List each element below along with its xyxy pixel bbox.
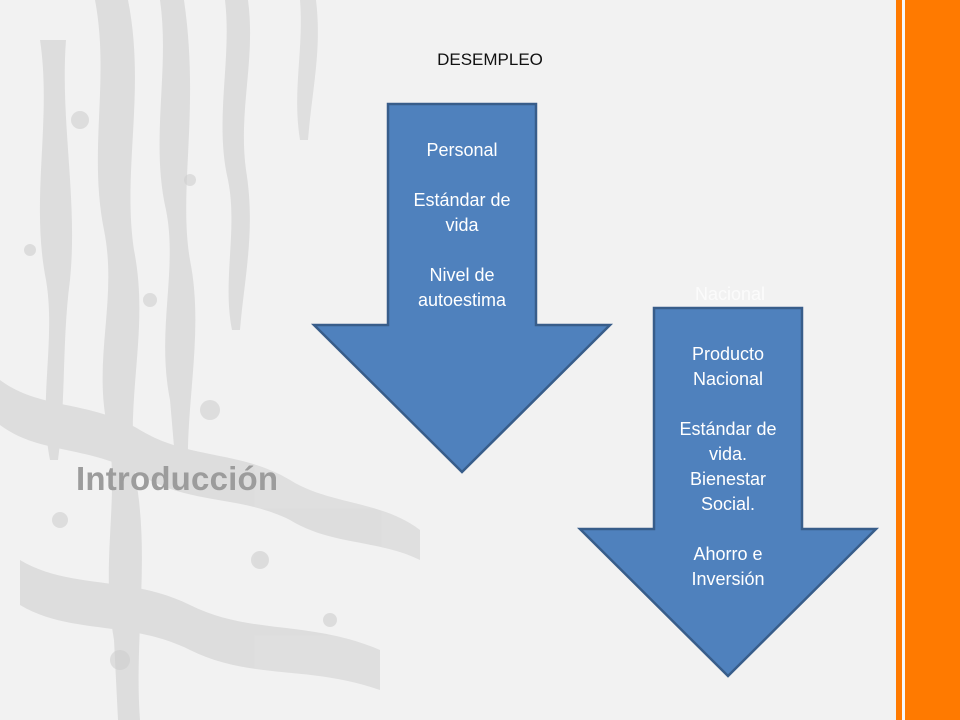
personal-arrow-text: Personal Estándar de vida Nivel de autoe… (392, 138, 532, 313)
nacional-line-5: vida. (708, 444, 748, 464)
nacional-hidden-label: Nacional (694, 284, 766, 304)
nacional-line-7: Social. (700, 494, 756, 514)
accent-side-bar (896, 0, 960, 720)
personal-down-arrow (310, 102, 614, 474)
personal-line-1: Personal (426, 140, 498, 160)
nacional-line-10: Inversión (691, 569, 765, 589)
nacional-down-arrow (576, 306, 880, 678)
nacional-arrow-text: Producto Nacional Estándar de vida. Bien… (656, 342, 800, 592)
personal-line-7: autoestima (417, 290, 507, 310)
personal-line-4: vida (445, 215, 479, 235)
nacional-line-6: Bienestar (689, 469, 767, 489)
nacional-line-4: Estándar de (679, 419, 777, 439)
nacional-line-1: Producto (691, 344, 765, 364)
nacional-line-2: Nacional (692, 369, 764, 389)
accent-stripe (902, 0, 905, 720)
diagram-title: DESEMPLEO (437, 50, 543, 69)
nacional-line-9: Ahorro e (693, 544, 763, 564)
personal-line-3: Estándar de (413, 190, 511, 210)
grunge-texture-decoration (0, 0, 420, 720)
personal-line-6: Nivel de (429, 265, 495, 285)
slide-heading: Introducción (76, 460, 279, 497)
